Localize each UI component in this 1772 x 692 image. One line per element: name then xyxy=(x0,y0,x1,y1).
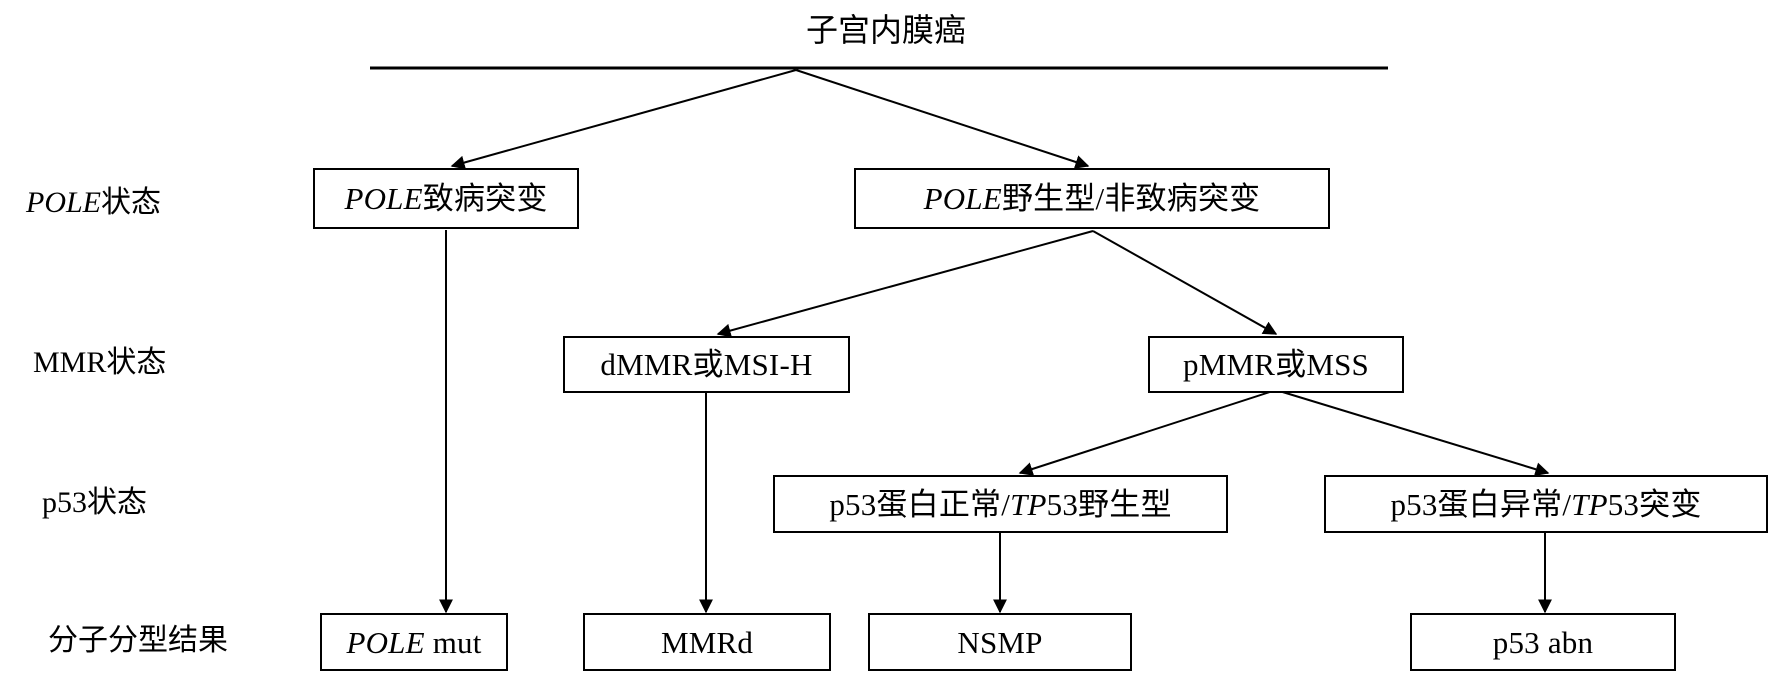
row-label-mmr-status: MMR状态 xyxy=(33,348,166,378)
row-label-p53-status: p53状态 xyxy=(42,488,147,518)
row-label-result: 分子分型结果 xyxy=(48,626,228,656)
diagram-title: 子宫内膜癌 xyxy=(0,14,1772,46)
row-label-pole-italic: POLE xyxy=(26,186,101,219)
node-pole-wildtype[interactable]: POLE野生型/非致病突变 xyxy=(854,168,1330,229)
node-pmmr-mss-label: pMMR或MSS xyxy=(1183,347,1369,382)
node-p53-abnormal-label: p53蛋白异常/TP53突变 xyxy=(1390,486,1702,522)
edge-root-to-pole-wt xyxy=(795,69,1090,169)
node-result-nsmp-label: NSMP xyxy=(957,624,1043,660)
row-label-p53-text: p53状态 xyxy=(42,486,147,519)
node-p53-normal-label: p53蛋白正常/TP53野生型 xyxy=(829,486,1172,522)
node-dmmr-msi-h[interactable]: dMMR或MSI-H xyxy=(563,336,850,393)
row-label-mmr-text: MMR状态 xyxy=(33,346,167,379)
node-result-pole-mut[interactable]: POLE mut xyxy=(320,613,508,671)
node-result-pole-mut-label: POLE mut xyxy=(346,624,482,660)
node-result-mmrd[interactable]: MMRd xyxy=(583,613,831,671)
node-result-p53-abn[interactable]: p53 abn xyxy=(1410,613,1676,671)
node-pole-pathogenic-mutation-label: POLE致病突变 xyxy=(344,181,548,216)
edge-pole-wt-to-pmmr xyxy=(1092,230,1278,335)
node-result-p53-abn-label: p53 abn xyxy=(1492,624,1594,660)
node-pole-wildtype-label: POLE野生型/非致病突变 xyxy=(923,181,1261,216)
node-result-nsmp[interactable]: NSMP xyxy=(868,613,1132,671)
edge-pmmr-to-p53-normal xyxy=(1018,389,1277,476)
edge-pmmr-to-p53-abnormal xyxy=(1275,389,1550,477)
row-label-pole-plain: 状态 xyxy=(101,186,161,219)
diagram-title-text: 子宫内膜癌 xyxy=(805,12,966,48)
edge-root-to-pole-mut xyxy=(450,69,797,170)
node-result-mmrd-label: MMRd xyxy=(660,624,754,660)
node-p53-abnormal-tp53-mutation[interactable]: p53蛋白异常/TP53突变 xyxy=(1324,475,1768,533)
edge-pole-wt-to-dmmr xyxy=(716,230,1094,338)
row-label-pole-status: POLE状态 xyxy=(26,188,161,218)
node-p53-normal-tp53-wildtype[interactable]: p53蛋白正常/TP53野生型 xyxy=(773,475,1228,533)
node-pmmr-mss[interactable]: pMMR或MSS xyxy=(1148,336,1404,393)
node-pole-pathogenic-mutation[interactable]: POLE致病突变 xyxy=(313,168,579,229)
row-label-result-text: 分子分型结果 xyxy=(48,624,228,657)
node-dmmr-msi-h-label: dMMR或MSI-H xyxy=(600,347,813,382)
